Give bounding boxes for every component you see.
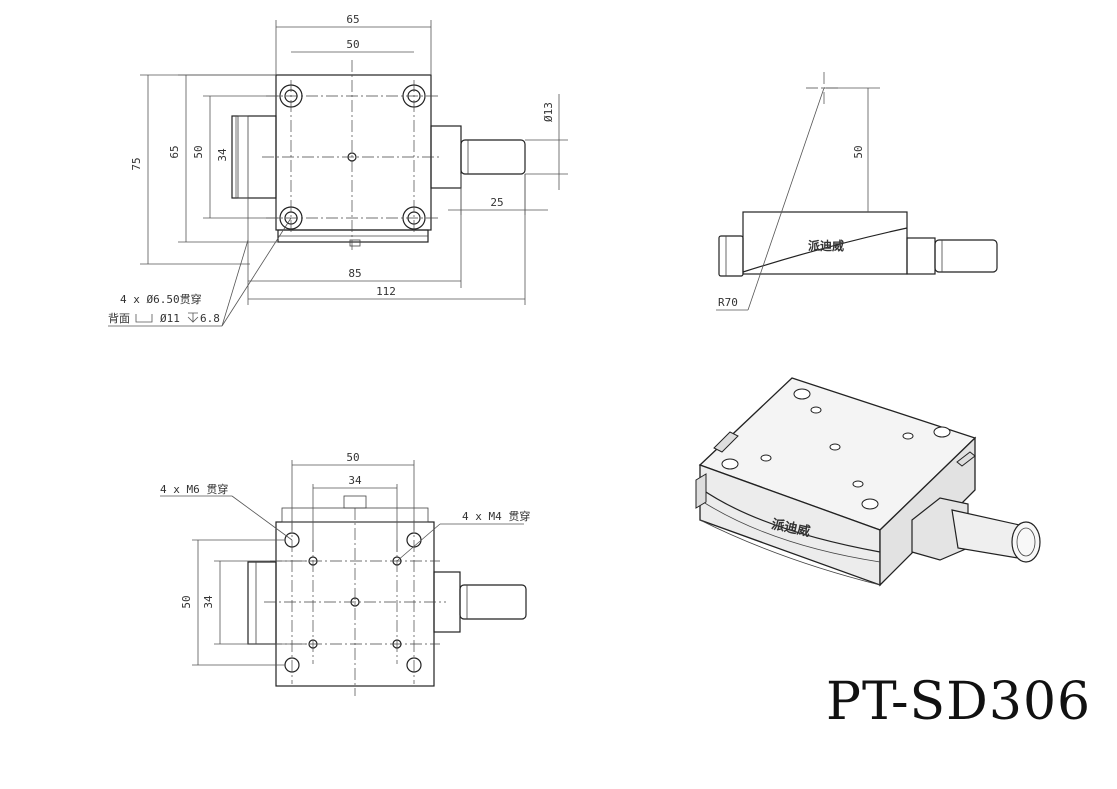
bottom-callout-m6: 4 x M6 贯穿 xyxy=(160,482,228,496)
bottom-holes xyxy=(284,532,422,673)
top-callout-counterbore: Ø11 xyxy=(160,312,180,325)
top-dim-112: 112 xyxy=(376,285,396,298)
top-callout-holes: 4 x Ø6.50贯穿 xyxy=(120,292,202,306)
iso-view: 派迪威 xyxy=(695,377,1041,587)
top-plate xyxy=(275,74,432,231)
bottom-callout-m4: 4 x M4 贯穿 xyxy=(462,509,530,523)
side-micrometer-housing xyxy=(906,237,936,275)
iso-top-holes xyxy=(721,388,951,510)
bottom-dim-50: 50 xyxy=(346,451,359,464)
top-dim-65-v: 65 xyxy=(168,145,181,158)
top-dim-34-v: 34 xyxy=(216,148,229,162)
iso-brand: 派迪威 xyxy=(770,516,811,540)
model-number: PT-SD306 xyxy=(826,672,1092,732)
top-callout-depth: 6.8 xyxy=(200,312,220,325)
bottom-left-block xyxy=(247,561,277,645)
top-callout-back: 背面 xyxy=(108,311,130,325)
top-dim-85: 85 xyxy=(348,267,361,280)
top-dim-75: 75 xyxy=(130,157,143,170)
top-dim-diameter: Ø13 xyxy=(542,102,555,122)
top-view: 65 50 75 65 50 34 Ø13 25 xyxy=(108,13,568,327)
bottom-micrometer-housing xyxy=(433,571,461,633)
top-micrometer-knob xyxy=(460,139,526,175)
top-dim-50-v: 50 xyxy=(192,145,205,158)
top-dim-65: 65 xyxy=(346,13,359,26)
side-micrometer-knob xyxy=(934,239,998,273)
top-dim-25: 25 xyxy=(490,196,503,209)
side-dim-50: 50 xyxy=(852,145,865,158)
bottom-dim-34-v: 34 xyxy=(202,595,215,609)
bottom-view: 50 34 50 34 4 x M6 贯穿 4 x M4 贯穿 xyxy=(160,451,530,696)
bottom-dim-34: 34 xyxy=(348,474,362,487)
side-arc xyxy=(742,227,908,273)
side-radius: R70 xyxy=(718,296,738,309)
top-dim-50: 50 xyxy=(346,38,359,51)
side-brand: 派迪威 xyxy=(808,238,844,253)
side-view: 派迪威 R70 50 xyxy=(716,72,998,311)
bottom-dim-50-v: 50 xyxy=(180,595,193,608)
top-micrometer-housing xyxy=(430,125,462,189)
bottom-micrometer-knob xyxy=(459,584,527,620)
side-left-block xyxy=(718,235,744,277)
top-left-block xyxy=(231,115,277,199)
